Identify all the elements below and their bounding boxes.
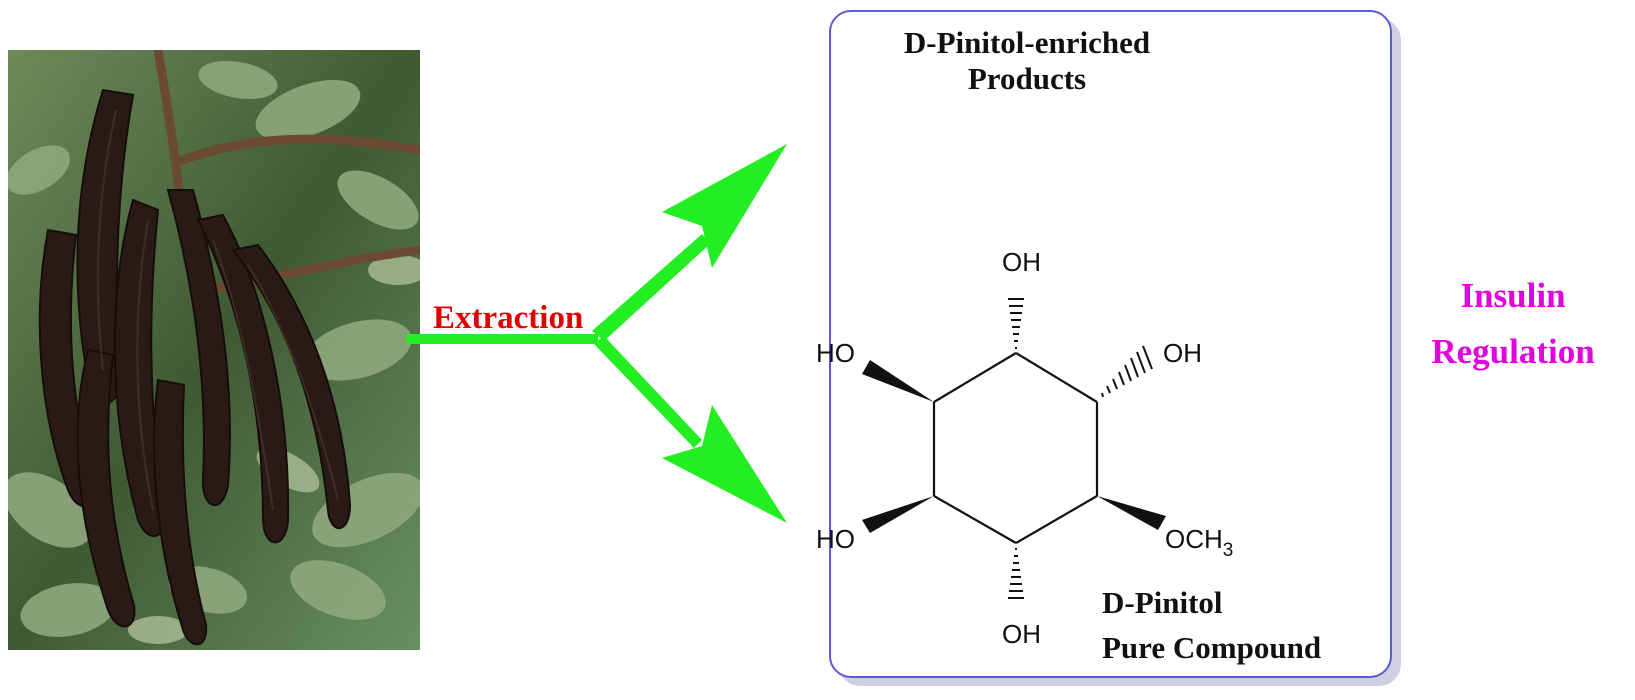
cyclohexane-ring <box>932 352 1099 544</box>
products-box <box>829 10 1392 678</box>
branching-arrow <box>406 144 787 523</box>
hashed-bond-right <box>1101 345 1153 398</box>
box-title: D-Pinitol-enriched Products <box>862 25 1192 97</box>
outcome-line1: Insulin <box>1460 276 1566 315</box>
wedge-bond-left <box>862 360 934 402</box>
compound-label: D-Pinitol Pure Compound <box>1102 580 1321 670</box>
outcome-line2: Regulation <box>1431 332 1595 371</box>
arrow-upper-head <box>662 144 787 268</box>
box-title-line1: D-Pinitol-enriched <box>903 25 1151 60</box>
arrow-upper-branch <box>592 234 710 341</box>
oh-top-label: OH <box>1002 247 1041 277</box>
carob-pods-photo <box>8 50 420 650</box>
extraction-label: Extraction <box>433 300 584 336</box>
compound-label-line2: Pure Compound <box>1102 630 1322 665</box>
oh-bottom-label: OH <box>1002 619 1041 649</box>
wedge-bond-lower-left <box>862 496 934 533</box>
arrow-lower-branch <box>594 336 702 448</box>
hashed-bond-bottom <box>1008 548 1024 599</box>
box-title-line2: Products <box>967 61 1087 96</box>
arrow-shaft <box>406 334 598 344</box>
hashed-bond-top <box>1008 298 1024 349</box>
och3-label: OCH3 <box>1165 524 1233 561</box>
outcome-label: Insulin Regulation <box>1398 268 1628 380</box>
wedge-bond-lower-right <box>1097 496 1166 530</box>
compound-label-line1: D-Pinitol <box>1102 585 1223 620</box>
ho-lower-left-label: HO <box>816 524 855 554</box>
ho-left-label: HO <box>816 338 855 368</box>
oh-right-label: OH <box>1163 338 1202 368</box>
d-pinitol-structure: OH HO OH HO OCH3 OH <box>816 247 1233 649</box>
arrow-lower-head <box>662 405 787 523</box>
